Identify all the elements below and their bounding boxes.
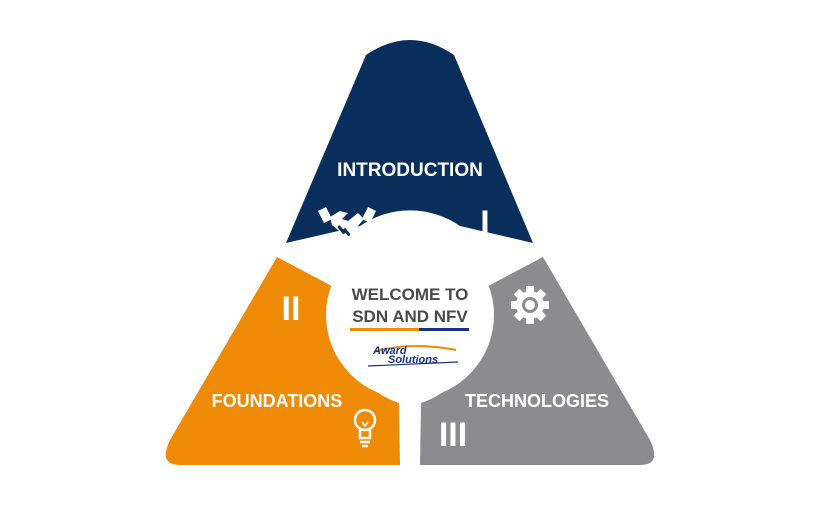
center-title-line1: WELCOME TO [352,285,469,304]
foundations-numeral: II [282,290,301,328]
center-title-line2: SDN AND NFV [352,307,468,326]
center-badge: WELCOME TO SDN AND NFV Award Solutions [326,231,494,399]
introduction-shape [286,40,533,243]
introduction-numeral: I [480,204,489,242]
logo-underline [367,361,459,367]
segment-foundations: FOUNDATIONS II [165,257,400,465]
technologies-label: TECHNOLOGIES [465,391,609,411]
technologies-numeral: III [439,416,467,454]
handshake-icon [318,207,376,236]
segment-introduction: INTRODUCTION I [286,40,533,243]
gear-icon [511,286,549,324]
foundations-label: FOUNDATIONS [212,391,343,411]
logo-swoosh [373,345,457,353]
introduction-label: INTRODUCTION [337,160,483,181]
segment-technologies: TECHNOLOGIES III [420,257,655,465]
award-solutions-logo: Award Solutions [367,345,459,367]
center-divider-dark [419,328,469,331]
center-divider [350,328,419,331]
center-circle [326,231,494,399]
lightbulb-icon [353,408,377,448]
logo-line1: Award [372,345,407,357]
foundations-shape [165,257,400,465]
technologies-shape [420,257,655,465]
